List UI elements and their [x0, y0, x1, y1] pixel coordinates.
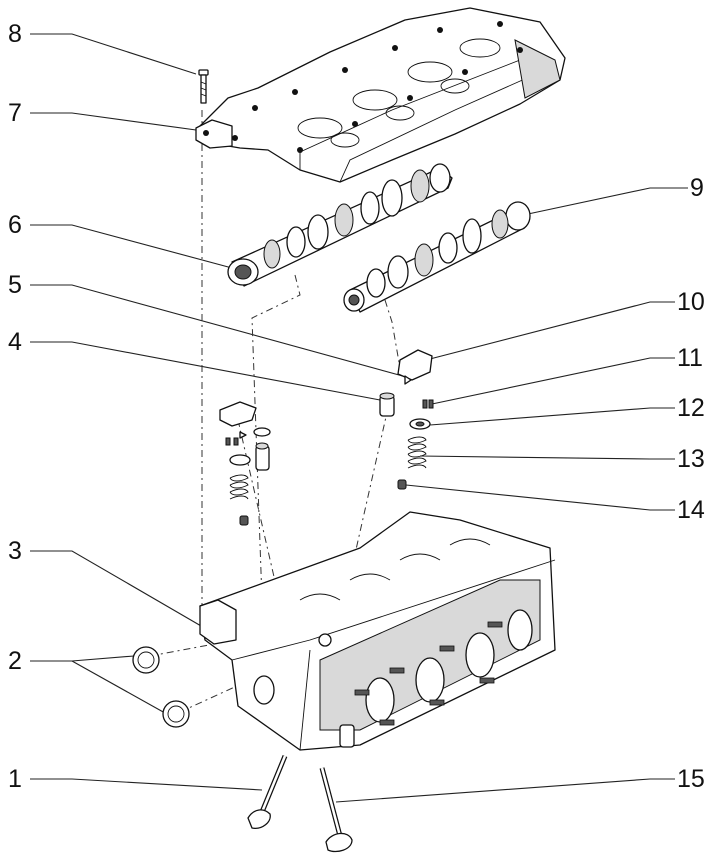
callout-8: 8 — [8, 20, 22, 48]
intake-valve — [247, 755, 288, 829]
leader-7 — [30, 112, 197, 131]
callout-11: 11 — [677, 344, 703, 372]
axis-camshaft-intake — [251, 274, 301, 601]
leader-5 — [30, 284, 411, 379]
axis-camshaft-exhaust — [384, 299, 401, 369]
leader-4 — [30, 341, 381, 401]
camshaft-exhaust — [343, 201, 531, 313]
callout-10: 10 — [677, 288, 705, 316]
sealing-plug-upper — [132, 646, 160, 674]
valve-stem-seal — [397, 479, 407, 490]
callout-4: 4 — [8, 328, 22, 356]
callout-2: 2 — [8, 647, 22, 675]
leader-14 — [405, 484, 675, 511]
leader-8 — [30, 33, 197, 75]
cylinder-head — [199, 511, 556, 751]
leader-lines — [30, 33, 688, 803]
leader-13 — [419, 455, 675, 460]
camshaft-intake — [227, 163, 453, 287]
bolt — [198, 69, 209, 104]
callout-13: 13 — [677, 445, 705, 473]
valve-keepers — [422, 399, 434, 409]
leader-6 — [30, 224, 233, 269]
leader-2a — [30, 655, 135, 662]
retaining-clip — [404, 375, 412, 385]
leader-9 — [527, 187, 688, 215]
callout-12: 12 — [677, 394, 705, 422]
exhaust-valve — [319, 767, 353, 853]
leader-10 — [425, 301, 675, 361]
leader-11 — [431, 357, 675, 405]
sealing-plug-lower — [162, 700, 190, 728]
callout-3: 3 — [8, 537, 22, 565]
callout-9: 9 — [690, 174, 704, 202]
callout-7: 7 — [8, 99, 22, 127]
rocker-arm — [397, 349, 433, 381]
callout-1: 1 — [8, 765, 22, 793]
valvetrain-exhaust-stack — [379, 349, 434, 490]
leader-2b — [71, 660, 166, 714]
valve-spring — [407, 436, 427, 469]
leader-1 — [30, 778, 263, 791]
camshaft-carrier — [195, 7, 566, 183]
sealing-plugs — [132, 646, 190, 728]
axis-valve-intake — [237, 419, 301, 691]
leader-15 — [335, 778, 675, 803]
callout-15: 15 — [677, 765, 705, 793]
leader-3 — [30, 550, 209, 631]
valvetrain-intake-stack — [219, 401, 271, 526]
callout-14: 14 — [677, 496, 705, 524]
leader-12 — [429, 407, 675, 426]
callout-6: 6 — [8, 211, 22, 239]
callout-5: 5 — [8, 271, 22, 299]
